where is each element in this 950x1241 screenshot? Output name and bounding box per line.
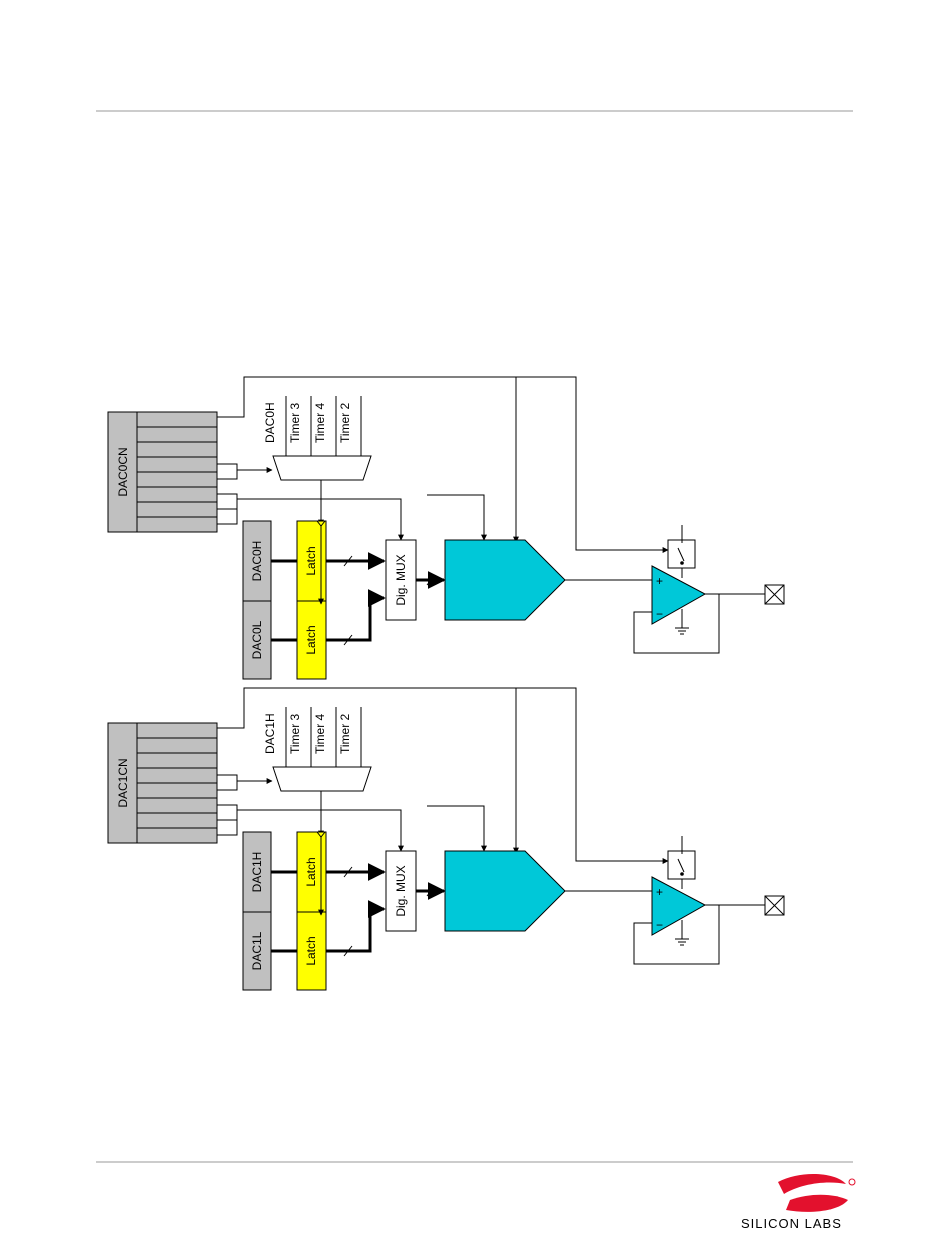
latch-low-label: Latch xyxy=(304,625,318,654)
digital-mux-label: Dig. MUX xyxy=(394,554,408,605)
opamp-minus: − xyxy=(656,607,663,621)
mux-input-label: Timer 4 xyxy=(313,713,327,754)
latch-low-label: Latch xyxy=(304,936,318,965)
control-register-label: DAC1CN xyxy=(116,758,130,807)
mux-input-label: DAC1H xyxy=(263,713,277,754)
output-pin-icon xyxy=(765,585,784,604)
opamp-minus: − xyxy=(656,918,663,932)
high-register-label: DAC0H xyxy=(250,541,264,582)
dac-block xyxy=(445,540,565,620)
trigger-mux xyxy=(273,767,371,791)
mux-inputs: DAC1H Timer 3 Timer 4 Timer 2 xyxy=(263,707,361,775)
dac-block xyxy=(445,851,565,931)
mux-input-label: Timer 3 xyxy=(288,713,302,754)
silicon-labs-logo-icon xyxy=(778,1174,855,1212)
mux-input-label: DAC0H xyxy=(263,402,277,443)
mux-inputs: DAC0H Timer 3 Timer 4 Timer 2 xyxy=(263,396,361,464)
high-register-label: DAC1H xyxy=(250,852,264,893)
opamp-plus: + xyxy=(656,885,663,899)
control-register-block: DAC1CN xyxy=(108,723,217,843)
silicon-labs-logo-text: SILICON LABS xyxy=(741,1216,842,1231)
dac-channel-0: DAC0CN DAC0H Timer 3 Timer 4 Timer 2 D xyxy=(108,377,784,679)
dac-channel-1: DAC1CN DAC1H Timer 3 Timer 4 Timer 2 DAC… xyxy=(108,688,784,990)
mux-input-label: Timer 3 xyxy=(288,402,302,443)
low-register-label: DAC0L xyxy=(250,620,264,659)
latch-high-label: Latch xyxy=(304,857,318,886)
control-register-block: DAC0CN xyxy=(108,412,217,532)
digital-mux-label: Dig. MUX xyxy=(394,865,408,916)
mux-input-label: Timer 2 xyxy=(338,402,352,443)
output-pin-icon xyxy=(765,896,784,915)
control-register-label: DAC0CN xyxy=(116,447,130,496)
trigger-mux xyxy=(273,456,371,480)
mux-input-label: Timer 2 xyxy=(338,713,352,754)
low-register-label: DAC1L xyxy=(250,931,264,970)
latch-high-label: Latch xyxy=(304,546,318,575)
mux-input-label: Timer 4 xyxy=(313,402,327,443)
opamp-plus: + xyxy=(656,574,663,588)
